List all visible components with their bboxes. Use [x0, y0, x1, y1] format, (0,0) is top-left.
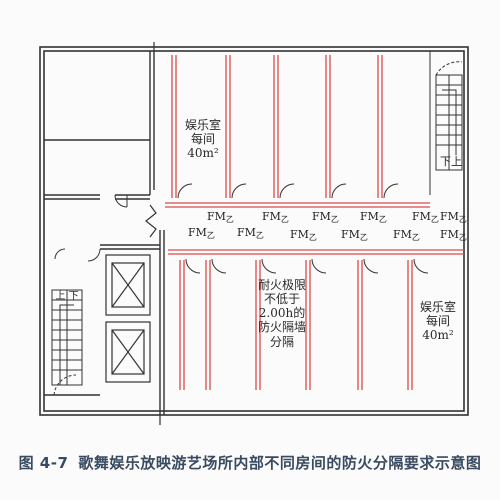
wall-note-line: 耐火极限: [258, 278, 307, 292]
fm-sub: 乙: [458, 215, 467, 224]
fm-sub: 乙: [430, 215, 439, 224]
left-block-walls: [44, 51, 165, 415]
stair-left-label: 上 下: [55, 291, 79, 302]
fm-label: FM乙: [207, 210, 234, 225]
fm-label: FM乙: [237, 226, 264, 241]
fm-sub: 乙: [280, 215, 289, 224]
fm-main: FM: [188, 226, 207, 239]
fm-sub: 乙: [411, 233, 420, 242]
fm-main: FM: [360, 210, 379, 223]
fm-main: FM: [290, 228, 309, 241]
fm-sub: 乙: [255, 231, 264, 240]
corridor-door-swings: [177, 183, 429, 274]
fm-label: FM乙: [440, 228, 467, 243]
fm-main: FM: [262, 210, 281, 223]
fm-sub: 乙: [359, 233, 368, 242]
wall-note: 耐火极限 不低于 2.00h的 防火隔墙 分隔: [258, 278, 306, 349]
left-stair: [51, 289, 83, 396]
fm-sub: 乙: [458, 233, 467, 242]
wall-note-line: 防火隔墙: [258, 320, 307, 335]
figure-number: 图 4-7: [18, 454, 69, 472]
fm-label: FM乙: [412, 210, 439, 225]
fm-label: FM乙: [440, 210, 467, 225]
fm-main: FM: [412, 210, 431, 223]
fm-main: FM: [341, 228, 360, 241]
fire-partitions: [165, 55, 464, 390]
room-area: 每间40m²: [422, 314, 454, 343]
room-area: 每间40m²: [187, 132, 219, 161]
fm-main: FM: [440, 210, 459, 223]
fm-sub: 乙: [378, 215, 387, 224]
fm-main: FM: [393, 228, 412, 241]
fm-sub: 乙: [206, 231, 215, 240]
right-stair: [429, 51, 463, 195]
fm-label: FM乙: [360, 210, 387, 225]
fm-sub: 乙: [330, 215, 339, 224]
fm-sub: 乙: [225, 215, 234, 224]
fm-label: FM乙: [393, 228, 420, 243]
room-name: 娱乐室: [419, 300, 456, 314]
elevators: [105, 254, 151, 383]
stair-right-label: 下上: [440, 155, 462, 168]
fm-label: FM乙: [341, 228, 368, 243]
fm-main: FM: [237, 226, 256, 239]
figure-title: 歌舞娱乐放映游艺场所内部不同房间的防火分隔要求示意图: [78, 454, 482, 472]
fm-main: FM: [440, 228, 459, 241]
wall-note-line: 不低于: [263, 292, 300, 307]
left-door-swings: [54, 194, 128, 262]
fm-label: FM乙: [290, 228, 317, 243]
room-label-top: 娱乐室 每间40m²: [177, 118, 229, 160]
wall-note-line: 分隔: [269, 334, 294, 349]
fm-main: FM: [207, 210, 226, 223]
break-marks: [145, 42, 161, 425]
fm-sub: 乙: [308, 233, 317, 242]
outer-walls: [39, 46, 469, 416]
fm-main: FM: [312, 210, 331, 223]
fm-label: FM乙: [312, 210, 339, 225]
room-label-bottom: 娱乐室 每间40m²: [412, 300, 464, 342]
figure-caption: 图 4-7 歌舞娱乐放映游艺场所内部不同房间的防火分隔要求示意图: [0, 452, 500, 473]
room-name: 娱乐室: [184, 118, 221, 132]
fm-label: FM乙: [188, 226, 215, 241]
fm-label: FM乙: [262, 210, 289, 225]
floor-plan: [39, 42, 469, 425]
wall-note-line: 2.00h的: [258, 306, 306, 321]
